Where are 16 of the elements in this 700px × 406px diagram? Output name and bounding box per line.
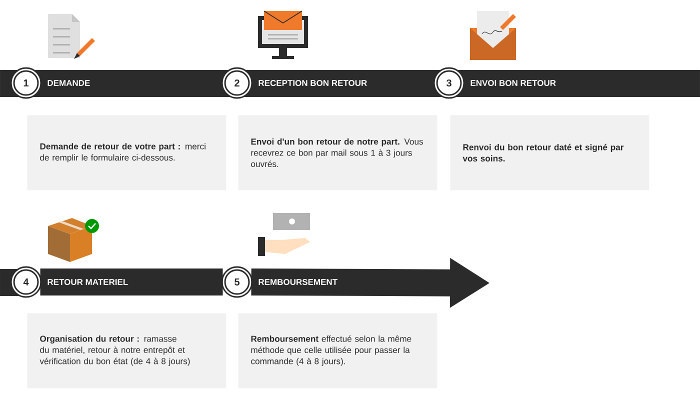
timeline-bar — [40, 268, 223, 296]
description-box: Demande de retour de votre part : merci de remplir le formulaire ci-dessous. — [27, 115, 226, 190]
description-box: Remboursement effectué selon la même méthode que celle utilisée pour passer la commande (4 à 8 jours). — [238, 313, 438, 388]
step-title: RETOUR MATERIEL — [48, 279, 128, 285]
step-number: 3 — [433, 67, 465, 99]
step-number: 2 — [221, 67, 253, 99]
step-number: 1 — [10, 67, 42, 99]
step-number: 5 — [221, 266, 253, 298]
step-title: DEMANDE — [48, 80, 90, 86]
step-title: RECEPTION BON RETOUR — [258, 80, 367, 86]
description-box: Renvoi du bon retour daté et signé par vos soins. — [450, 115, 650, 190]
step-title: REMBOURSEMENT — [258, 279, 338, 285]
step-number: 4 — [10, 266, 42, 298]
step-title: ENVOI BON RETOUR — [470, 80, 556, 86]
description-box: Organisation du retour : ramasse du matériel, retour à notre entrepôt et vérification du bon état (de 4 à 8 jours) — [27, 313, 226, 388]
description-box: Envoi d'un bon retour de notre part. Vous recevrez ce bon par mail sous 1 à 3 jours ouvrés. — [238, 115, 438, 190]
